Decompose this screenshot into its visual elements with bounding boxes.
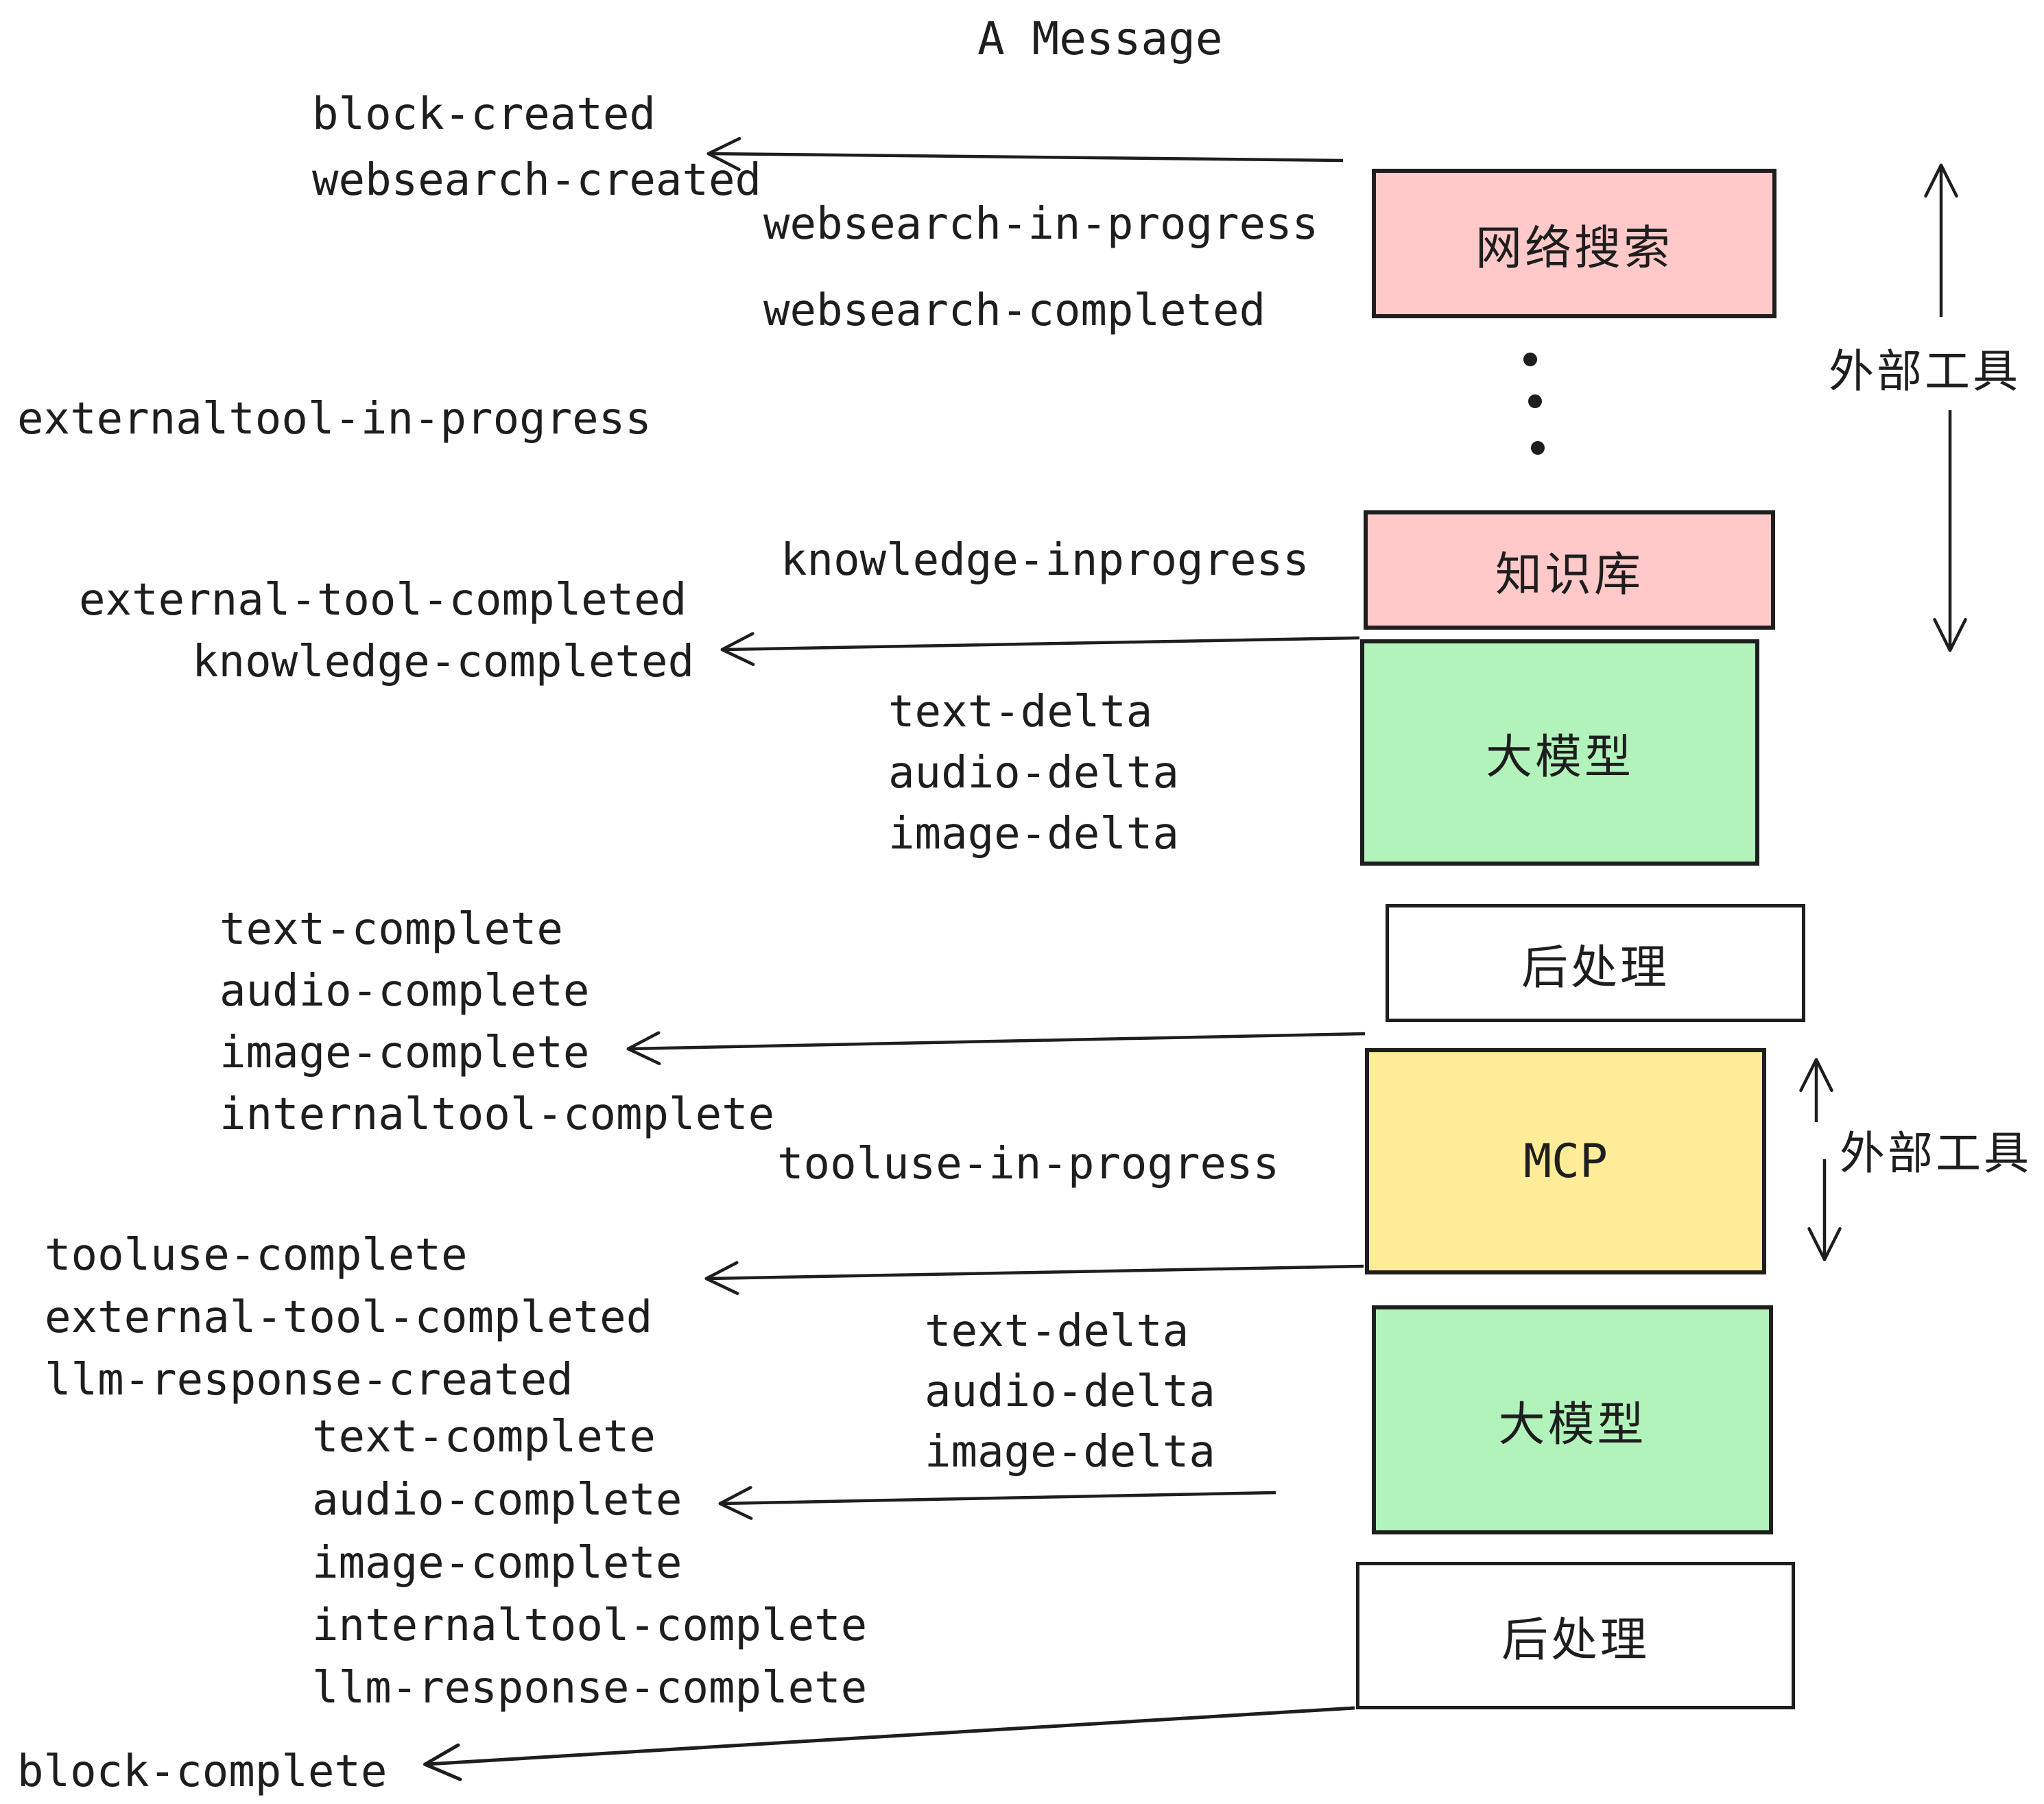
event-websearch-created: websearch-created [312, 155, 762, 206]
box-post-2-label: 后处理 [1501, 1614, 1650, 1666]
box-llm-1-label: 大模型 [1485, 731, 1634, 783]
event-internaltool-complete-2: internaltool-complete [312, 1600, 868, 1651]
box-post-1-label: 后处理 [1521, 941, 1669, 994]
box-mcp-label: MCP [1523, 1134, 1608, 1189]
event-image-complete-1: image-complete [219, 1028, 590, 1078]
event-tooluse-complete: tooluse-complete [45, 1230, 468, 1281]
arrow-block-created [706, 137, 1344, 171]
event-image-delta-1: image-delta [888, 809, 1179, 859]
external-tools-label-mcp: 外部工具 [1840, 1128, 2032, 1178]
event-image-complete-2: image-complete [312, 1538, 682, 1589]
event-websearch-completed: websearch-completed [763, 285, 1266, 336]
box-knowledge: 知识库 [1364, 510, 1775, 630]
box-websearch-label: 网络搜索 [1475, 222, 1673, 274]
event-websearch-in-progress: websearch-in-progress [763, 199, 1319, 250]
event-externaltool-in-progress: externaltool-in-progress [17, 394, 652, 444]
box-post-1: 后处理 [1386, 904, 1805, 1022]
box-post-2: 后处理 [1356, 1562, 1795, 1709]
event-text-complete-2: text-complete [312, 1412, 656, 1462]
box-mcp: MCP [1365, 1048, 1766, 1274]
event-knowledge-completed: knowledge-completed [192, 637, 695, 687]
box-llm-1: 大模型 [1360, 639, 1759, 866]
ellipsis-dots [1523, 353, 1545, 455]
event-llm-response-created: llm-response-created [45, 1355, 573, 1405]
event-audio-delta-2: audio-delta [925, 1366, 1215, 1417]
event-external-tool-completed-2: external-tool-completed [45, 1292, 653, 1343]
event-text-delta-2: text-delta [925, 1306, 1189, 1357]
box-knowledge-label: 知识库 [1495, 548, 1643, 601]
diagram-title: A Message [977, 12, 1223, 65]
event-tooluse-in-progress: tooluse-in-progress [777, 1139, 1280, 1189]
box-llm-2: 大模型 [1372, 1305, 1773, 1534]
event-internaltool-complete-1: internaltool-complete [219, 1089, 775, 1140]
arrow-tooluse-complete [704, 1261, 1364, 1295]
event-external-tool-completed-1: external-tool-completed [79, 575, 687, 626]
arrow-image-complete [626, 1031, 1366, 1065]
event-audio-complete-2: audio-complete [312, 1475, 682, 1526]
event-text-delta-1: text-delta [888, 687, 1153, 737]
event-image-delta-2: image-delta [925, 1427, 1215, 1477]
arrow-block-complete [423, 1706, 1355, 1781]
event-knowledge-inprogress: knowledge-inprogress [781, 535, 1309, 586]
box-llm-2-label: 大模型 [1498, 1398, 1647, 1451]
arrow-audio-complete [718, 1486, 1276, 1520]
event-text-complete-1: text-complete [219, 904, 563, 955]
external-tools-label-top: 外部工具 [1829, 346, 2021, 396]
event-block-complete: block-complete [17, 1746, 388, 1797]
event-block-created: block-created [312, 89, 656, 140]
event-audio-delta-1: audio-delta [888, 748, 1179, 798]
event-llm-response-complete: llm-response-complete [312, 1663, 868, 1713]
box-websearch: 网络搜索 [1372, 169, 1776, 318]
event-audio-complete-1: audio-complete [219, 966, 590, 1017]
arrow-knowledge-completed [720, 632, 1360, 666]
